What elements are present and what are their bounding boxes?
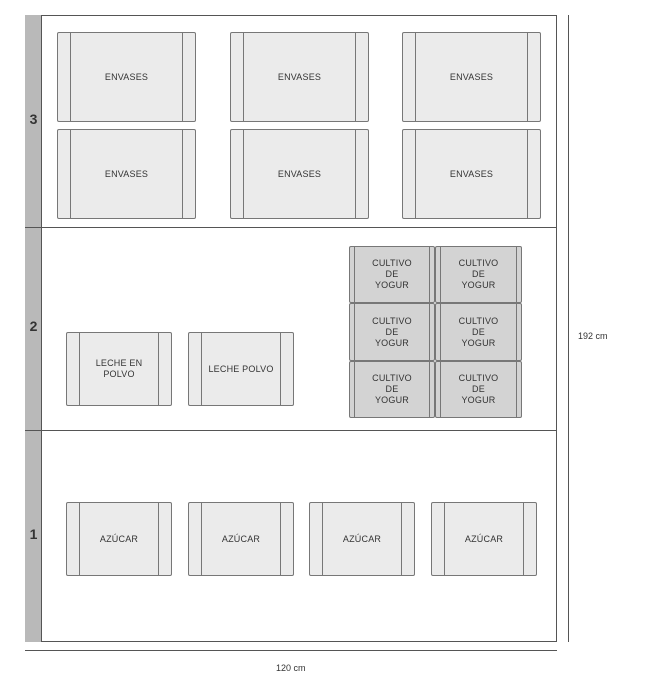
box-label: ENVASES xyxy=(449,71,494,82)
box-label: LECHE POLVO xyxy=(208,363,274,374)
box-envases[interactable]: ENVASES xyxy=(402,32,541,122)
box-label: CULTIVO DE YOGUR xyxy=(458,258,499,290)
box-label: ENVASES xyxy=(104,168,149,179)
box-azucar[interactable]: AZÚCAR xyxy=(188,502,294,576)
width-dimension-label: 120 cm xyxy=(276,663,306,673)
box-cultivo-de-yogur[interactable]: CULTIVO DE YOGUR xyxy=(349,246,435,303)
box-label: ENVASES xyxy=(277,71,322,82)
box-cultivo-de-yogur[interactable]: CULTIVO DE YOGUR xyxy=(435,361,522,418)
height-dimension-line xyxy=(568,15,569,642)
box-envases[interactable]: ENVASES xyxy=(57,129,196,219)
box-azucar[interactable]: AZÚCAR xyxy=(66,502,172,576)
width-dimension-line xyxy=(25,650,557,651)
box-label: CULTIVO DE YOGUR xyxy=(372,315,412,348)
box-label: AZÚCAR xyxy=(221,533,261,544)
shelf-divider-2-1 xyxy=(25,430,557,431)
box-envases[interactable]: ENVASES xyxy=(57,32,196,122)
box-label: ENVASES xyxy=(449,168,494,179)
box-label: ENVASES xyxy=(104,71,149,82)
box-label: AZÚCAR xyxy=(99,533,139,544)
box-cultivo-de-yogur[interactable]: CULTIVO DE YOGUR xyxy=(435,303,522,361)
box-label: AZÚCAR xyxy=(342,533,382,544)
box-label: ENVASES xyxy=(277,168,322,179)
box-leche-polvo[interactable]: LECHE POLVO xyxy=(188,332,294,406)
level-number-3: 3 xyxy=(29,111,38,127)
level-number-1: 1 xyxy=(29,526,38,542)
box-label: AZÚCAR xyxy=(464,533,504,544)
box-label: CULTIVO DE YOGUR xyxy=(372,258,412,290)
box-leche-en-polvo[interactable]: LECHE EN POLVO xyxy=(66,332,172,406)
box-azucar[interactable]: AZÚCAR xyxy=(431,502,537,576)
level-number-2: 2 xyxy=(29,318,38,334)
box-label: CULTIVO DE YOGUR xyxy=(372,373,412,405)
height-dimension-label: 192 cm xyxy=(578,331,608,341)
box-cultivo-de-yogur[interactable]: CULTIVO DE YOGUR xyxy=(349,303,435,361)
box-azucar[interactable]: AZÚCAR xyxy=(309,502,415,576)
level-bar xyxy=(25,15,42,642)
box-cultivo-de-yogur[interactable]: CULTIVO DE YOGUR xyxy=(349,361,435,418)
box-cultivo-de-yogur[interactable]: CULTIVO DE YOGUR xyxy=(435,246,522,303)
box-label: CULTIVO DE YOGUR xyxy=(458,373,499,405)
box-envases[interactable]: ENVASES xyxy=(230,32,369,122)
box-envases[interactable]: ENVASES xyxy=(402,129,541,219)
box-label: CULTIVO DE YOGUR xyxy=(458,315,499,348)
box-label: LECHE EN POLVO xyxy=(95,358,143,379)
shelf-divider-3-2 xyxy=(25,227,557,228)
box-envases[interactable]: ENVASES xyxy=(230,129,369,219)
